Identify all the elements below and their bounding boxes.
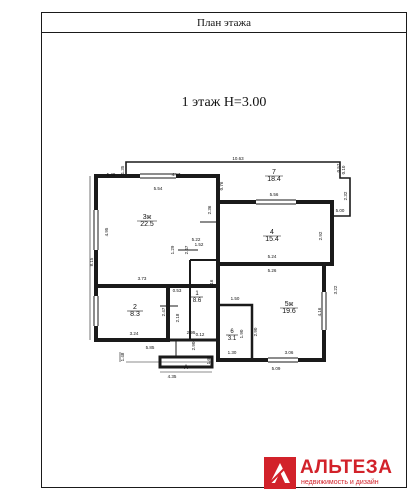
dimension-label: 1.30 <box>228 350 237 355</box>
dimension-label: 2.18 <box>175 313 180 322</box>
dimension-label: 5.24 <box>268 254 277 259</box>
sheet-title: План этажа <box>197 16 251 29</box>
floor-plan-sheet: План этажа 1 этаж H=3.00 <box>41 12 407 488</box>
dimension-label: 2.95 <box>187 330 196 335</box>
dimension-label: 3.24 <box>130 331 139 336</box>
dimension-label: 4.16 <box>317 307 322 316</box>
dimension-label: 1.69 <box>206 355 211 364</box>
dimension-label: 2.90 <box>191 341 196 350</box>
dimension-label: 1.48 <box>120 352 125 361</box>
room-number: 2 <box>133 304 137 311</box>
sheet-header: План этажа <box>42 13 406 33</box>
dimension-label: 8.15 <box>89 257 94 266</box>
dimension-label: 0.53 <box>173 288 182 293</box>
dimension-label: 0.12 <box>196 332 205 337</box>
dimension-label: 2.32 <box>343 191 348 200</box>
dimension-label: 2.92 <box>318 231 323 240</box>
dimension-label: 2.90 <box>253 327 258 336</box>
dimension-label: 2.47 <box>161 307 166 316</box>
dimension-label: 5.85 <box>146 345 155 350</box>
room-area: 8.6 <box>193 298 202 304</box>
dimension-label: 5.22 <box>192 237 201 242</box>
dimension-label: 2.47 <box>184 245 189 254</box>
brand-logo: АЛЬТЕЗА недвижимость и дизайн <box>264 455 410 491</box>
room-area: 22.5 <box>140 221 154 228</box>
room-number: 5ж <box>285 301 294 308</box>
room-number: 7 <box>272 169 276 176</box>
room-area: 8.3 <box>130 311 140 318</box>
dimension-label: 4.97 <box>172 172 181 177</box>
dimension-label: 0.10 <box>341 165 346 174</box>
dimension-label: 1.35 <box>120 165 125 174</box>
dimension-label: 1.50 <box>231 296 240 301</box>
dimension-label: 3.22 <box>333 285 338 294</box>
room-number: 4 <box>270 229 274 236</box>
room-number: А <box>184 365 188 371</box>
dimension-label: 5.49 <box>107 172 116 177</box>
room-number: 3ж <box>143 214 152 221</box>
dimension-label: 5.26 <box>268 268 277 273</box>
brand-mark-icon <box>264 457 296 489</box>
brand-name: АЛЬТЕЗА <box>300 457 393 478</box>
dimension-label: 4.95 <box>104 227 109 236</box>
wall-room-6 <box>216 303 254 362</box>
room-number: 1 <box>195 291 199 297</box>
dimension-label: 5.09 <box>272 366 281 371</box>
dimension-label: 2.36 <box>207 205 212 214</box>
room-area: 3.1 <box>228 336 237 342</box>
room-area: 19.6 <box>282 308 296 315</box>
dimension-label: 5.54 <box>154 186 163 191</box>
dimension-label: 5.56 <box>270 192 279 197</box>
dimension-label: 0.57 <box>336 163 341 172</box>
wall-room-3 <box>94 174 220 288</box>
dimension-label: 1.29 <box>170 245 175 254</box>
dimension-label: 10.63 <box>232 156 244 161</box>
dimension-label: 1.90 <box>239 329 244 338</box>
dimension-label: 0.76 <box>219 181 224 190</box>
dimension-label: 3.73 <box>138 276 147 281</box>
room-number: 6 <box>230 329 234 335</box>
wall-room-5 <box>216 262 326 362</box>
dimension-label: 5.00 <box>336 208 345 213</box>
dimension-label: 4.35 <box>168 374 177 379</box>
dimension-label: 1.52 <box>195 242 204 247</box>
brand-tagline: недвижимость и дизайн <box>301 479 379 486</box>
dimension-label: 3.06 <box>285 350 294 355</box>
dimension-label: 1.16 <box>209 279 214 288</box>
room-area: 18.4 <box>267 176 281 183</box>
floor-title: 1 этаж H=3.00 <box>181 95 267 110</box>
room-area: 15.4 <box>265 236 279 243</box>
